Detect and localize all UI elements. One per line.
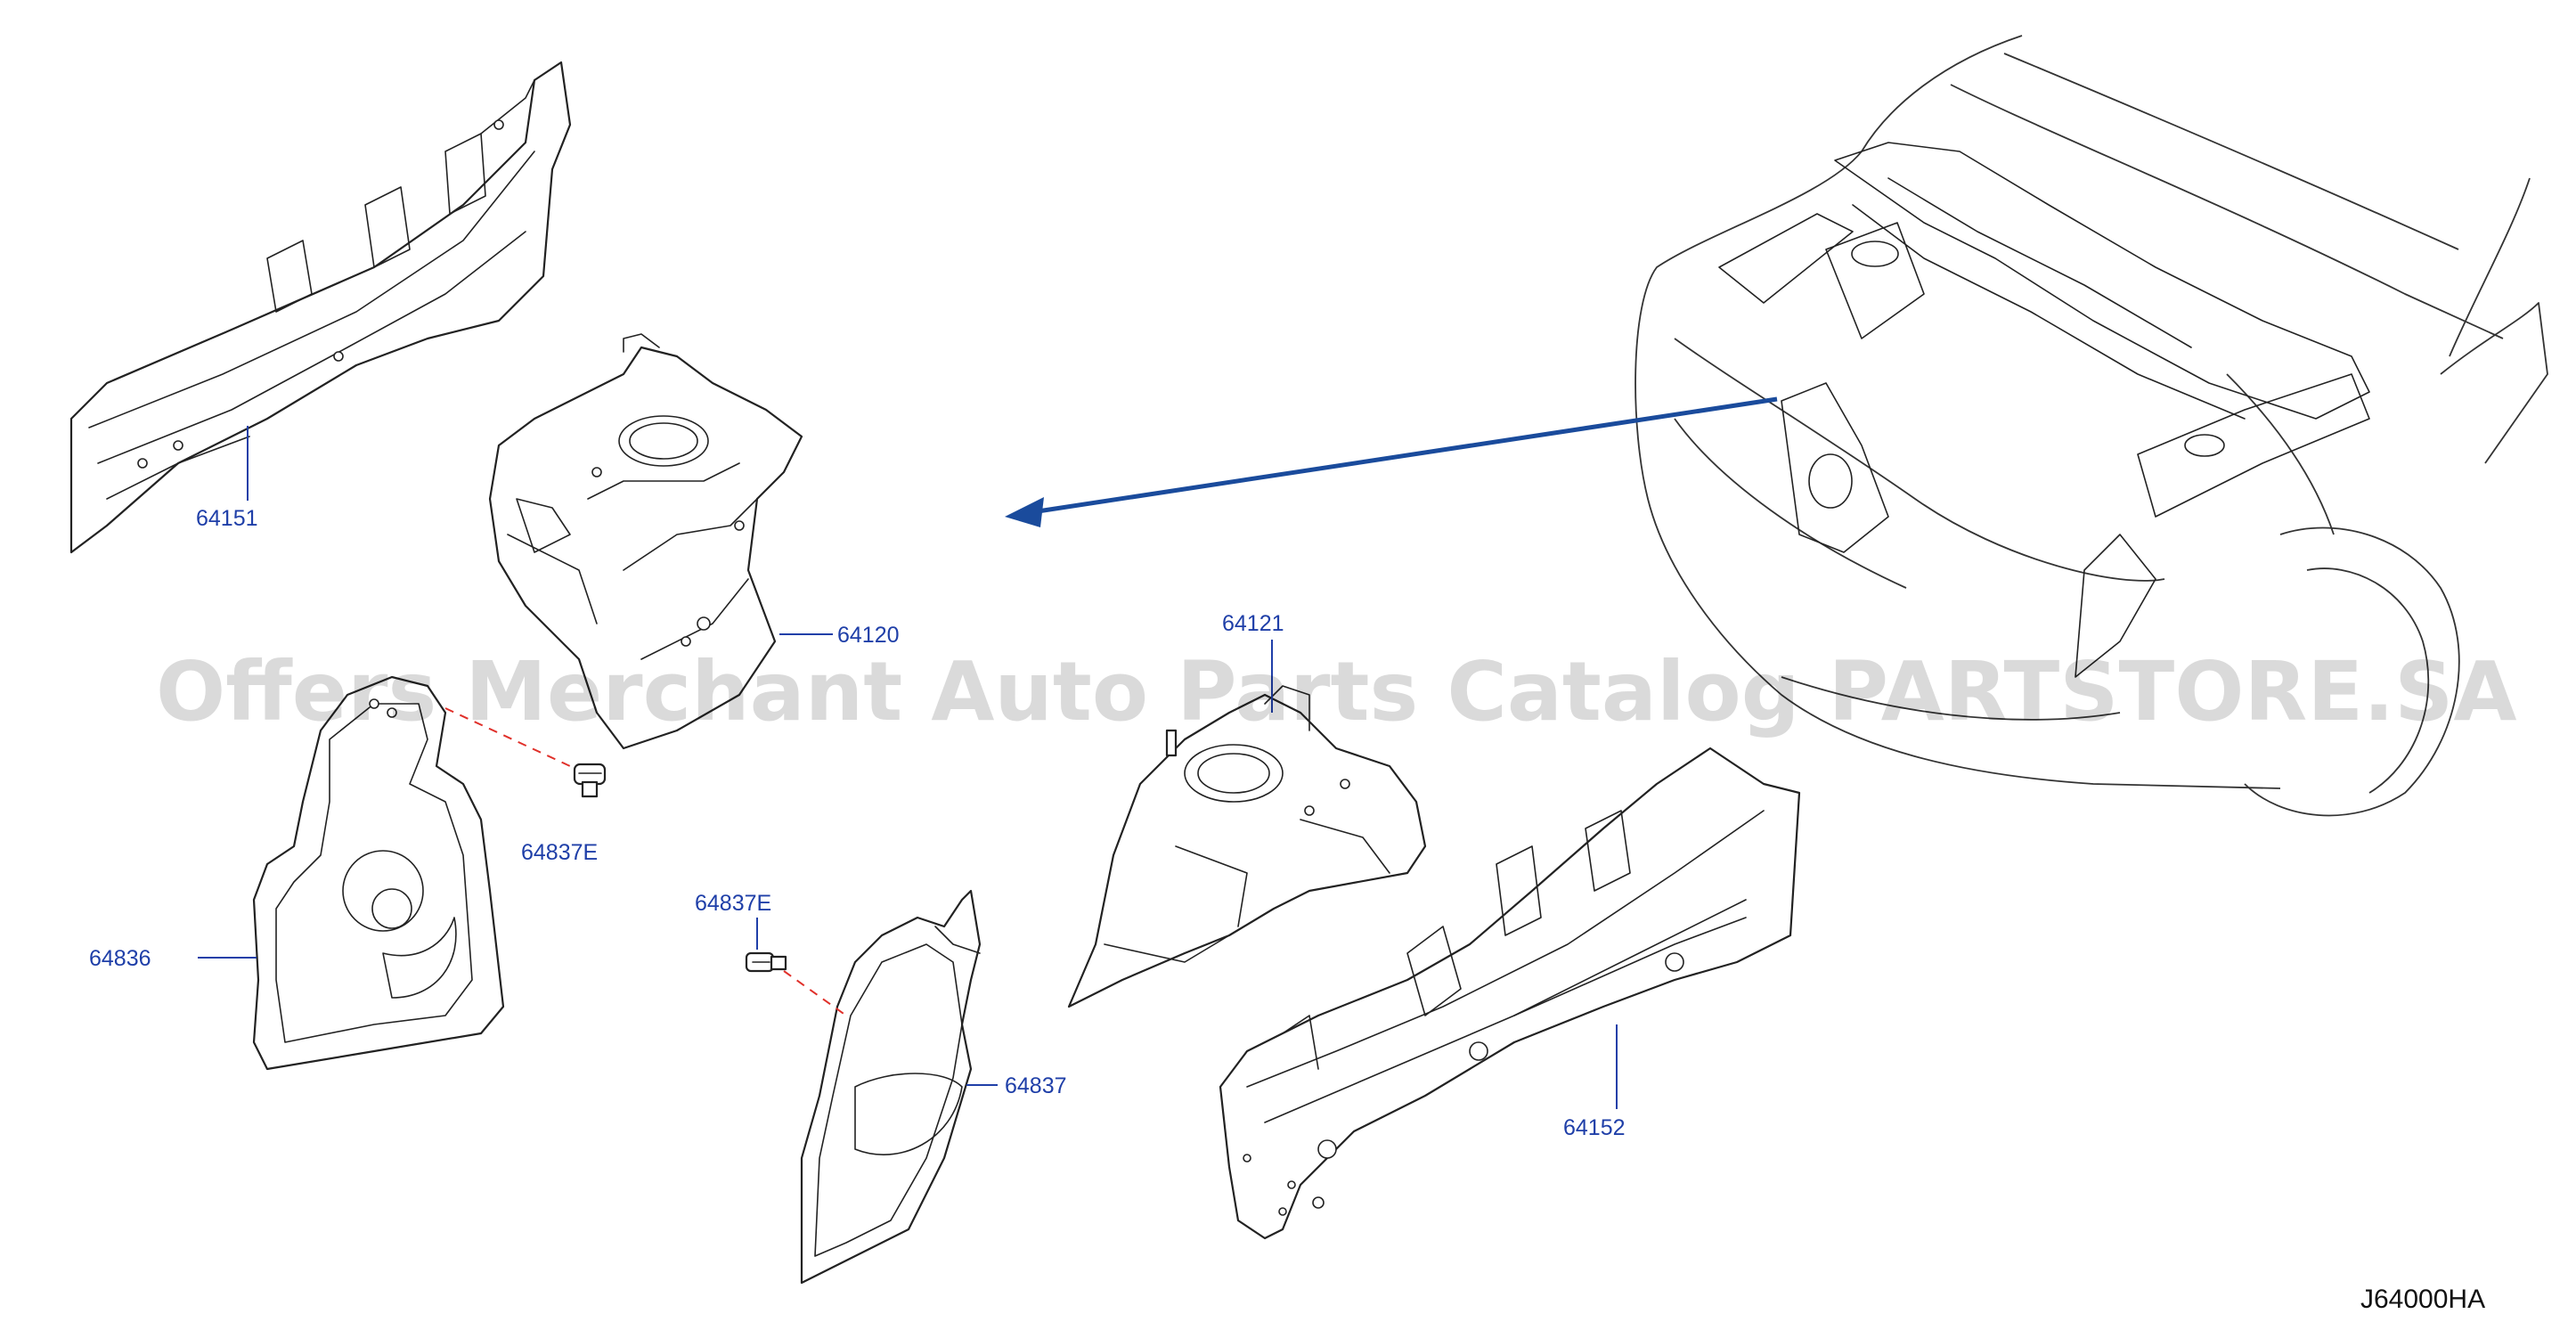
- clip-dash-left: [444, 707, 571, 767]
- label-64151: 64151: [196, 506, 258, 531]
- clip-dash-right: [783, 970, 847, 1016]
- part-64151: [69, 61, 572, 554]
- vehicle-overview: [1634, 35, 2548, 817]
- label-64837E-right: 64837E: [695, 891, 771, 916]
- diagram-code: J64000HA: [2360, 1285, 2485, 1314]
- part-64836: [252, 675, 505, 1071]
- watermark: Offers Merchant Auto Parts Catalog PARTS…: [156, 644, 2517, 739]
- label-64837E-left: 64837E: [521, 840, 598, 865]
- label-64836: 64836: [89, 946, 151, 971]
- label-64837: 64837: [1005, 1073, 1067, 1098]
- label-64152: 64152: [1563, 1115, 1626, 1140]
- part-64121: [1067, 685, 1427, 1008]
- clip-64837E-right: [745, 951, 787, 973]
- part-64120: [488, 333, 803, 750]
- part-64152: [1219, 747, 1801, 1240]
- clip-64837E-left: [573, 763, 607, 798]
- part-64837: [800, 889, 982, 1285]
- direction-arrow: [1005, 396, 1778, 527]
- label-64121: 64121: [1222, 611, 1284, 636]
- label-64120: 64120: [837, 623, 900, 648]
